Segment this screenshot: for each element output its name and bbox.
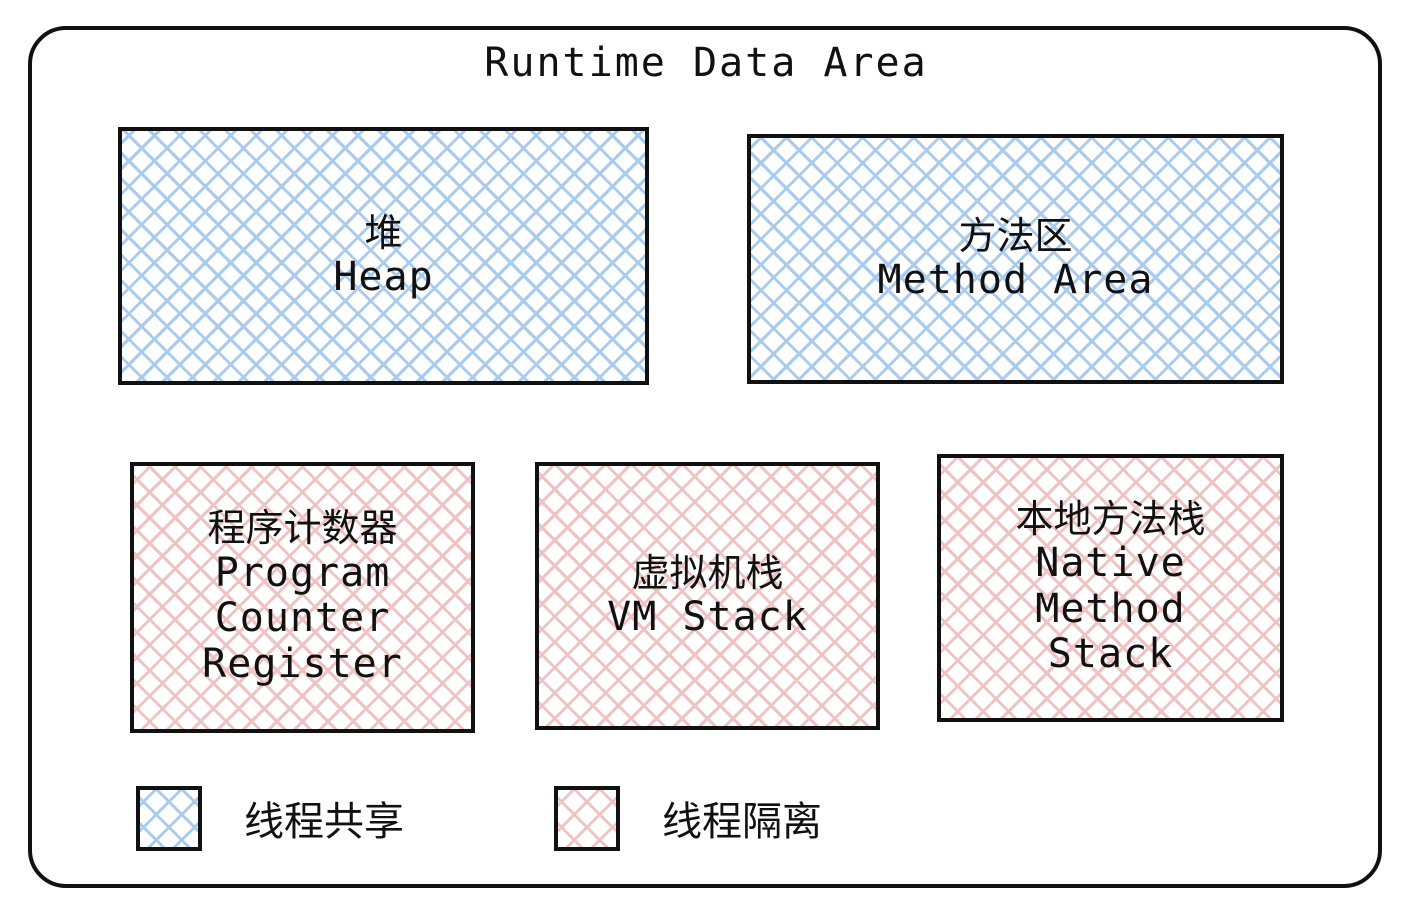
page-title: Runtime Data Area [484, 40, 928, 86]
region-program-counter-register-label-cn: 程序计数器 [207, 506, 398, 551]
legend-swatch-thread-isolated-icon [554, 785, 620, 851]
legend-item-thread-isolated: 线程隔离 [554, 782, 822, 854]
region-program-counter-register-label-en: Program Counter Register [202, 549, 403, 687]
region-native-method-stack-label-en: Native Method Stack [1035, 540, 1186, 678]
region-heap: 堆 Heap [118, 127, 649, 385]
legend-item-thread-shared: 线程共享 [136, 782, 404, 854]
region-method-area-label-cn: 方法区 [958, 213, 1073, 258]
region-vm-stack-label-en: VM Stack [607, 593, 808, 640]
region-heap-label-cn: 堆 [364, 210, 403, 255]
region-heap-label-en: Heap [333, 253, 434, 300]
region-method-area-label-en: Method Area [877, 256, 1154, 303]
legend: 线程共享 线程隔离 [136, 782, 956, 854]
region-vm-stack: 虚拟机栈 VM Stack [535, 462, 880, 730]
region-program-counter-register: 程序计数器 Program Counter Register [130, 462, 475, 733]
runtime-data-area-frame [28, 26, 1382, 888]
legend-label-thread-shared: 线程共享 [244, 799, 404, 845]
region-native-method-stack-label-cn: 本地方法栈 [1015, 496, 1206, 541]
region-method-area: 方法区 Method Area [747, 134, 1284, 384]
legend-label-thread-isolated: 线程隔离 [662, 799, 822, 845]
region-native-method-stack: 本地方法栈 Native Method Stack [937, 454, 1284, 722]
legend-swatch-thread-shared-icon [136, 785, 202, 851]
region-vm-stack-label-cn: 虚拟机栈 [631, 550, 784, 595]
